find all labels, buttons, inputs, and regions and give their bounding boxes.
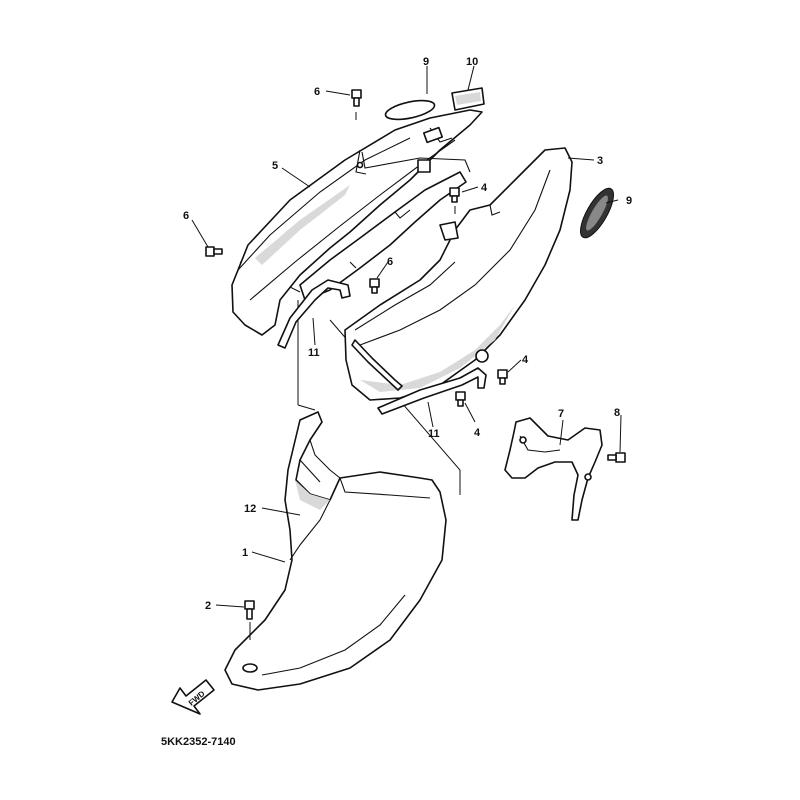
- screw-6-middle: [369, 278, 380, 294]
- part-10-label: [451, 87, 485, 111]
- callout-2: 2: [205, 600, 211, 612]
- callout-4-bottom: 4: [474, 427, 481, 439]
- screw-6-left: [205, 246, 223, 257]
- callout-12: 12: [244, 503, 256, 515]
- callout-4-right: 4: [522, 354, 529, 366]
- part-9-emblem-right: [580, 187, 614, 239]
- part-7-bracket: [504, 417, 603, 521]
- screw-4-top: [449, 187, 460, 214]
- callout-5: 5: [272, 160, 278, 172]
- part-1-center-cover: [224, 411, 447, 691]
- screw-2: [244, 600, 255, 640]
- callout-9-top: 9: [423, 56, 429, 68]
- callout-1: 1: [242, 547, 248, 559]
- part-11-rod-left: [277, 279, 351, 349]
- callout-9-right: 9: [626, 195, 632, 207]
- callout-10: 10: [466, 56, 478, 68]
- screw-4-bottom: [455, 391, 466, 407]
- leader-lines: [191, 65, 622, 608]
- part-5-left-side-cover: [231, 109, 483, 336]
- callout-6-left: 6: [183, 210, 189, 222]
- callout-4-top: 4: [481, 182, 488, 194]
- screw-6-top: [351, 89, 362, 120]
- part-11-rod-right: [351, 339, 487, 415]
- screw-8: [607, 452, 626, 463]
- drawing-code: 5KK2352-7140: [161, 736, 236, 748]
- callout-7: 7: [558, 408, 564, 420]
- part-9-emblem-top: [384, 99, 436, 121]
- callout-8: 8: [614, 407, 620, 419]
- callout-labels: 1 2 3 4 4 4 5 6 6 6 7 8 9 9 10 11 11 12: [183, 56, 632, 612]
- part-3-right-side-cover: [344, 147, 573, 401]
- callout-3: 3: [597, 155, 603, 167]
- screw-4-right: [497, 369, 508, 385]
- callout-6-top: 6: [314, 86, 320, 98]
- callout-11-right: 11: [428, 428, 440, 440]
- callout-6-middle: 6: [387, 256, 393, 268]
- callout-11-left: 11: [308, 347, 320, 359]
- fwd-arrow-icon: FWD: [171, 679, 215, 715]
